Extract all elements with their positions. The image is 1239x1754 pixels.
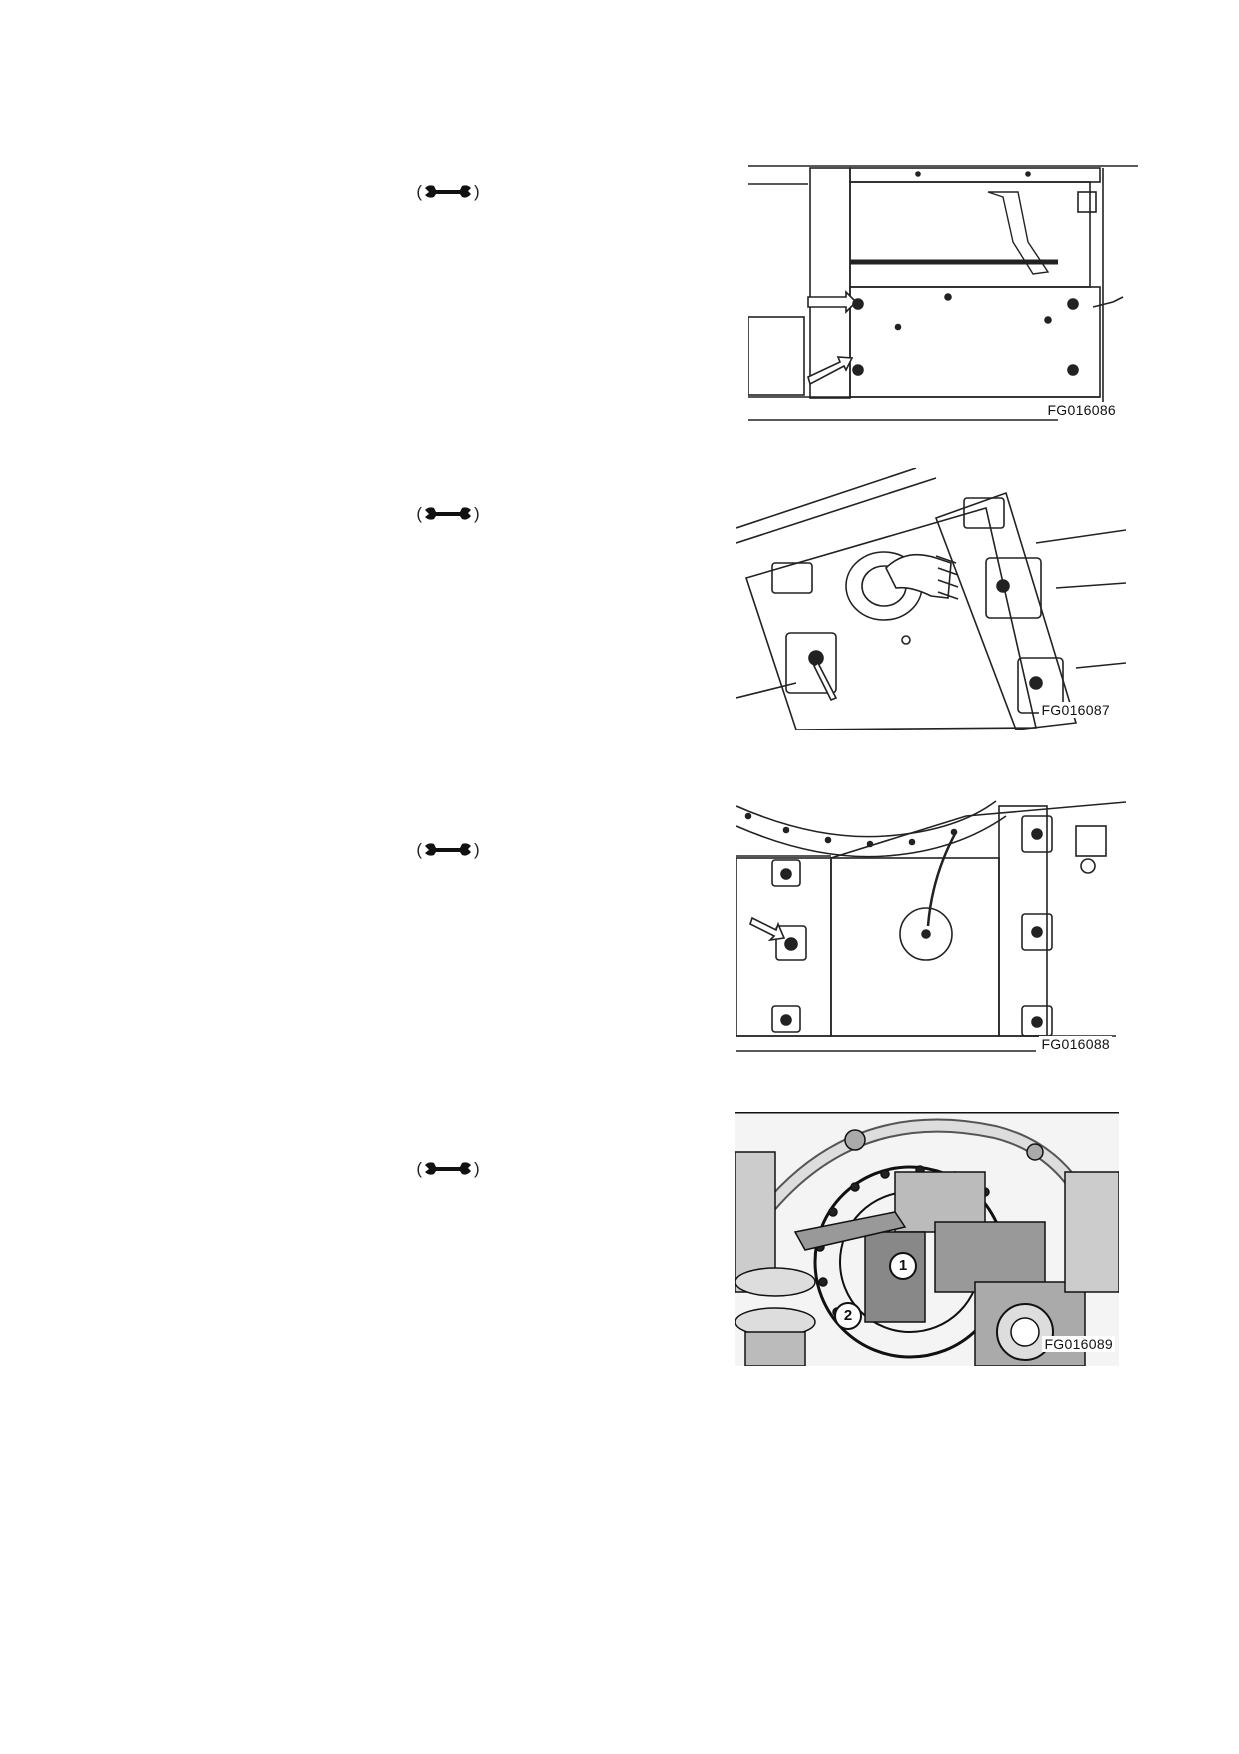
torque-indicator: ( ) xyxy=(413,502,483,526)
paren-close: ) xyxy=(474,840,480,859)
wrench-icon xyxy=(425,507,471,520)
wrench-icon xyxy=(425,843,471,856)
figure-id: FG016086 xyxy=(1045,402,1118,418)
paren-open: ( xyxy=(416,840,422,859)
paren-open: ( xyxy=(416,504,422,523)
figure-id: FG016087 xyxy=(1039,702,1112,718)
figure-frame-panel-bolts: FG016086 xyxy=(748,162,1138,424)
torque-indicator: ( ) xyxy=(413,180,483,204)
callout-1: 1 xyxy=(889,1252,917,1280)
torque-indicator: ( ) xyxy=(413,1157,483,1181)
figure-swing-bearing-photo: 1 2 FG016089 xyxy=(735,1112,1119,1366)
figure-id: FG016088 xyxy=(1039,1036,1112,1052)
figure-tank-bottom-bolts: FG016087 xyxy=(736,468,1126,730)
callout-2: 2 xyxy=(834,1302,862,1330)
paren-close: ) xyxy=(474,1159,480,1178)
paren-open: ( xyxy=(416,1159,422,1178)
torque-indicator: ( ) xyxy=(413,838,483,862)
paren-close: ) xyxy=(474,182,480,201)
paren-close: ) xyxy=(474,504,480,523)
wrench-icon xyxy=(425,1162,471,1175)
figure-id: FG016089 xyxy=(1042,1336,1115,1352)
wrench-icon xyxy=(425,185,471,198)
figure-tank-sensor-bolts: FG016088 xyxy=(736,796,1126,1056)
paren-open: ( xyxy=(416,182,422,201)
